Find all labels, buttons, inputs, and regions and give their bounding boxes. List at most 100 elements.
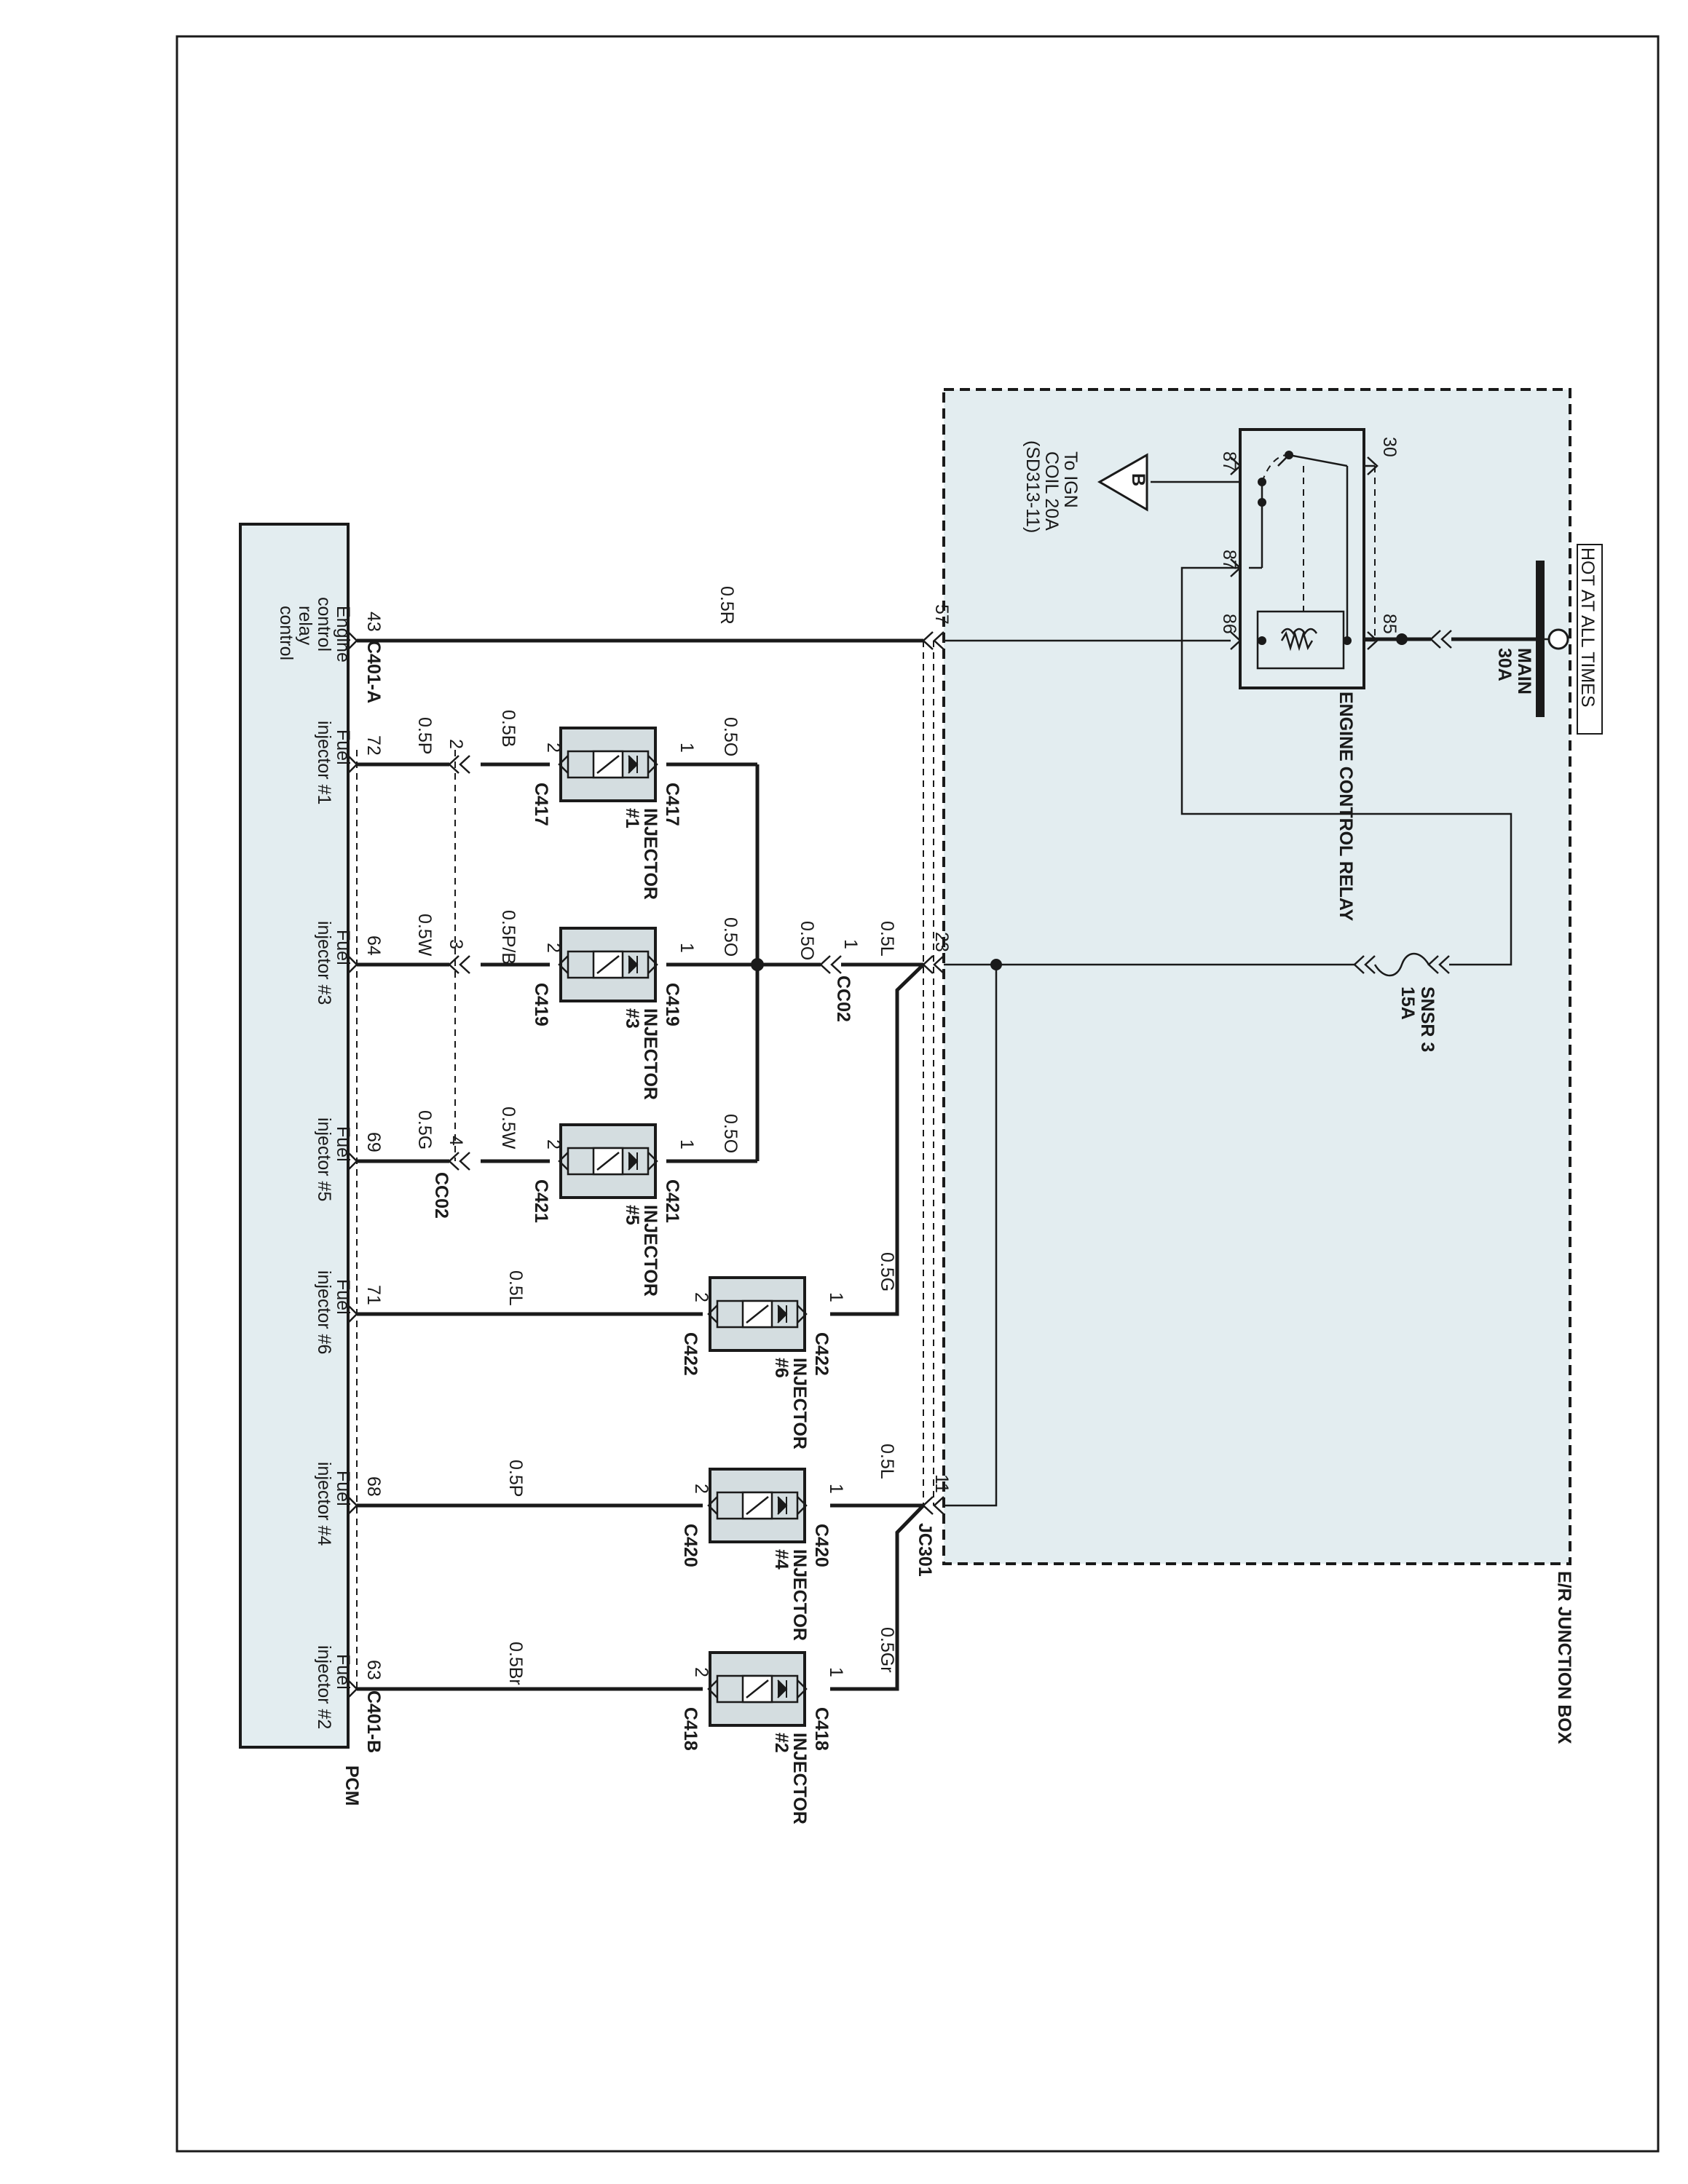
relay-pin-85: 85 — [1379, 614, 1400, 634]
hot-label-box — [1577, 544, 1603, 735]
main-fuse-label: MAIN — [1514, 648, 1534, 695]
cc02-pin2: 2 — [446, 739, 466, 749]
pcm-pin-num: 71 — [363, 1285, 384, 1305]
injector-pin1: 1 — [677, 1139, 697, 1150]
pcm-pin-num: 63 — [363, 1660, 384, 1680]
injector-pin2: 2 — [543, 943, 564, 953]
injector-wire1: 0.5Gr — [877, 1627, 897, 1673]
injector-title: INJECTOR — [640, 1008, 660, 1100]
pcm-pin-label: injector #6 — [314, 1270, 334, 1354]
injector-number: #3 — [622, 1008, 642, 1029]
pcm-box — [239, 523, 350, 1749]
injector-conn-pin2: C418 — [680, 1707, 701, 1751]
cc02-pin3: 3 — [446, 939, 466, 949]
pcm-pin-label: Fuel — [333, 1654, 353, 1690]
injector-title: INJECTOR — [789, 1358, 810, 1449]
wire-label-pin63: 0.5Br — [505, 1642, 526, 1685]
injector-pin2: 2 — [691, 1484, 711, 1494]
injector-pin2: 2 — [691, 1667, 711, 1677]
jb-pin-23: 23 — [931, 932, 952, 952]
injector-pin2: 2 — [543, 743, 564, 753]
pcm-connector-a: C401-A — [363, 641, 384, 703]
injector-wire2: 0.5B — [498, 710, 518, 747]
pcm-pin-label: control — [276, 606, 296, 660]
injector-3 — [558, 927, 658, 1002]
jb-title: E/R JUNCTION BOX — [1554, 1571, 1574, 1744]
pcm-pin-label: control — [314, 597, 334, 652]
snsr-fuse-rating: 15A — [1397, 986, 1418, 1020]
main-fuse-rating: 30A — [1494, 648, 1515, 681]
injector-wire1: 0.5O — [720, 717, 741, 756]
injector-number: #5 — [622, 1205, 642, 1225]
wire-label-pin72: 0.5P — [414, 717, 435, 754]
jc301-label: JC301 — [915, 1523, 935, 1577]
cc02-pin4: 4 — [446, 1136, 466, 1146]
ign-ref-line3: (SD313-11) — [1022, 440, 1043, 533]
cc02-pin1: 1 — [840, 939, 861, 949]
snsr-fuse-label: SNSR 3 — [1417, 986, 1437, 1052]
cc02-label-lower: CC02 — [431, 1172, 451, 1219]
pcm-pin-num: 64 — [363, 935, 384, 956]
ign-ref-line2: COIL 20A — [1041, 451, 1062, 531]
injector-title: INJECTOR — [640, 808, 660, 900]
pcm-pin-label: injector #4 — [314, 1462, 334, 1546]
hot-source-icon — [1547, 628, 1569, 650]
pcm-pin-label: Fuel — [333, 729, 353, 765]
injector-pin1: 1 — [826, 1667, 846, 1677]
injector-conn-pin1: C420 — [811, 1524, 832, 1567]
pcm-name: PCM — [342, 1765, 362, 1806]
pcm-pin-label: Fuel — [333, 1471, 353, 1506]
ign-ref-triangle — [1097, 453, 1148, 512]
injector-pin1: 1 — [826, 1484, 846, 1494]
wire-label-pin64: 0.5W — [414, 914, 435, 957]
snsr-fuse-icon — [1373, 952, 1430, 977]
injector-title: INJECTOR — [789, 1733, 810, 1824]
injector-title: INJECTOR — [640, 1205, 660, 1297]
pcm-pin-label: injector #2 — [314, 1645, 334, 1729]
pcm-pin-label: injector #5 — [314, 1117, 334, 1201]
relay-pin-87a: 87 — [1219, 451, 1239, 472]
wire-label-pin68: 0.5P — [505, 1460, 526, 1497]
cc02-wire-out: 0.5O — [797, 921, 817, 960]
injector-1 — [558, 727, 658, 802]
injector-number: #1 — [622, 808, 642, 828]
page-border — [175, 35, 1660, 2153]
injector-number: #2 — [771, 1733, 792, 1753]
injector-conn-pin2: C419 — [531, 983, 551, 1026]
injector-conn-pin1: C418 — [811, 1707, 832, 1751]
injector-pin2: 2 — [691, 1292, 711, 1302]
injector-conn-pin2: C421 — [531, 1179, 551, 1223]
pcm-pin-num: 69 — [363, 1132, 384, 1152]
injector-wire1: 0.5L — [877, 1444, 897, 1479]
relay-pin-87b: 87 — [1219, 550, 1239, 570]
injector-wire1: 0.5O — [720, 917, 741, 957]
injector-conn-pin1: C419 — [662, 983, 682, 1026]
injector-conn-pin2: C420 — [680, 1524, 701, 1567]
injector-5 — [558, 1123, 658, 1199]
pcm-pin-label: injector #1 — [314, 721, 334, 804]
injector-number: #4 — [771, 1549, 792, 1570]
injector-wire1: 0.5O — [720, 1114, 741, 1153]
pcm-pin-num: 43 — [363, 612, 384, 632]
injector-conn-pin1: C417 — [662, 783, 682, 826]
pcm-pin-num: 72 — [363, 735, 384, 756]
injector-2 — [707, 1651, 808, 1727]
ign-ref-line1: To IGN — [1060, 451, 1081, 508]
pcm-pin-label: Engine — [333, 606, 353, 662]
relay-pin-86: 86 — [1219, 614, 1239, 634]
relay-name: ENGINE CONTROL RELAY — [1336, 692, 1356, 922]
ign-ref-symbol: B — [1128, 473, 1148, 486]
injector-wire1: 0.5G — [877, 1252, 897, 1291]
injector-conn-pin2: C417 — [531, 783, 551, 826]
cc02-wire-in: 0.5L — [877, 921, 897, 957]
jb-pin-57: 57 — [931, 604, 952, 625]
injector-pin2: 2 — [543, 1139, 564, 1150]
injector-conn-pin1: C421 — [662, 1179, 682, 1223]
injector-wire2: 0.5W — [498, 1107, 518, 1150]
pcm-pin-label: Fuel — [333, 930, 353, 965]
injector-pin1: 1 — [826, 1292, 846, 1302]
injector-4 — [707, 1468, 808, 1543]
injector-conn-pin1: C422 — [811, 1332, 832, 1376]
hot-at-all-times-label: HOT AT ALL TIMES — [1577, 547, 1598, 708]
